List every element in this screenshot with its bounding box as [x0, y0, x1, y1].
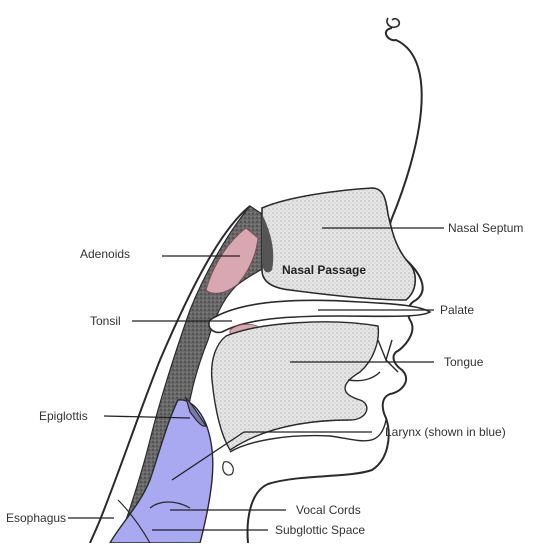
hyoid-shape: [223, 462, 234, 475]
label-vocal-cords: Vocal Cords: [296, 503, 361, 517]
label-nasal-septum: Nasal Septum: [448, 221, 523, 235]
label-tongue: Tongue: [444, 355, 483, 369]
label-esophagus: Esophagus: [6, 511, 66, 525]
label-larynx: Larynx (shown in blue): [385, 425, 506, 439]
label-subglottic-space: Subglottic Space: [275, 523, 365, 537]
label-nasal-passage: Nasal Passage: [282, 263, 366, 277]
label-tonsil: Tonsil: [90, 314, 121, 328]
label-epiglottis: Epiglottis: [39, 409, 88, 423]
tongue-area: [212, 322, 379, 450]
label-palate: Palate: [440, 303, 474, 317]
label-adenoids: Adenoids: [80, 247, 130, 261]
nasal-cavity: [262, 188, 415, 300]
ear-curl: [387, 18, 399, 27]
